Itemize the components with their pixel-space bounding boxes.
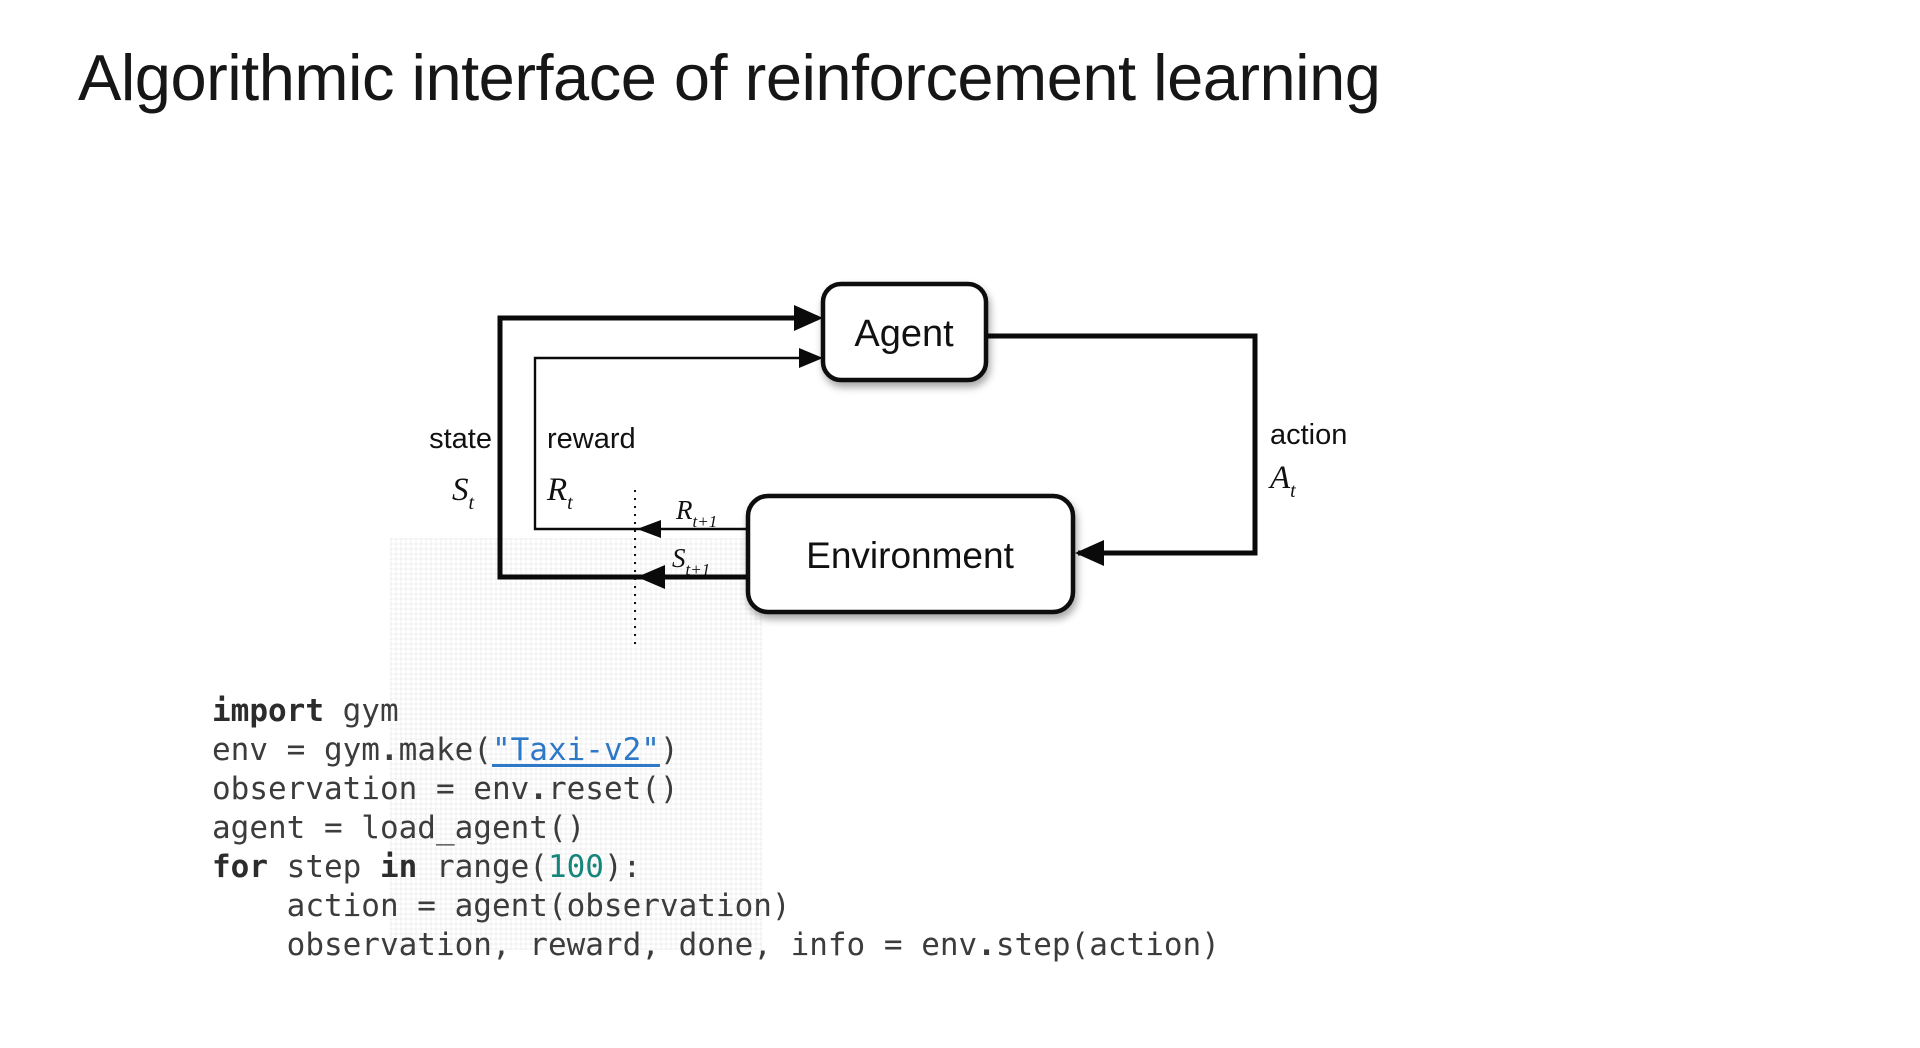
state-label: state [429,423,492,455]
code-token: make( [398,732,492,768]
code-token: ) [659,732,679,768]
state-arrowhead-icon [794,305,823,331]
reward-symbol: Rt [546,472,573,514]
code-line: env = gym.make("Taxi-v2") [212,731,1220,770]
code-token: . [529,771,548,807]
state-symbol: St [452,472,475,514]
code-line: import gym [212,692,1220,731]
next-state-arrowhead-icon [637,565,665,589]
page-title: Algorithmic interface of reinforcement l… [78,41,1381,114]
code-line: observation, reward, done, info = env.st… [212,926,1220,965]
code-token: import [212,693,324,729]
code-token: . [379,732,399,768]
code-token: ): [603,849,642,885]
code-token: action = agent(observation) [212,888,791,924]
code-token: . [977,927,996,963]
environment-box [745,493,1076,615]
code-token: observation, reward, done, info = env [212,927,978,963]
reward-label: reward [547,423,636,455]
code-token: range( [417,849,548,885]
rl-loop-diagram: Agent Environment state St reward Rt Rt+… [429,281,1347,644]
code-token: observation = env [212,771,530,807]
environment-label: Environment [806,535,1014,576]
next-reward-symbol: Rt+1 [675,495,717,531]
code-token: step [268,849,380,885]
agent-label: Agent [854,313,954,355]
code-token: for [212,849,268,885]
code-line: observation = env.reset() [212,770,1220,809]
action-label: action [1270,419,1347,451]
agent-box [820,281,989,383]
code-token: gym [323,693,399,729]
code-token: agent = load_agent() [212,810,586,846]
reward-arrowhead-icon [799,348,823,368]
taxi-v2-link[interactable]: "Taxi-v2" [491,732,660,768]
action-arrow [986,333,1258,556]
action-symbol: At [1268,460,1296,502]
code-line: agent = load_agent() [212,809,1220,848]
action-arrowhead-icon [1075,540,1104,566]
code-token: reset() [547,771,679,807]
code-token: 100 [547,849,604,885]
code-token: in [379,849,418,885]
code-line: action = agent(observation) [212,887,1220,926]
code-token: step(action) [995,927,1220,963]
code-token: env = gym [212,732,380,768]
state-arrow [497,315,818,580]
next-state-symbol: St+1 [672,543,710,579]
code-line: for step in range(100): [212,848,1220,887]
next-reward-arrowhead-icon [637,520,661,538]
